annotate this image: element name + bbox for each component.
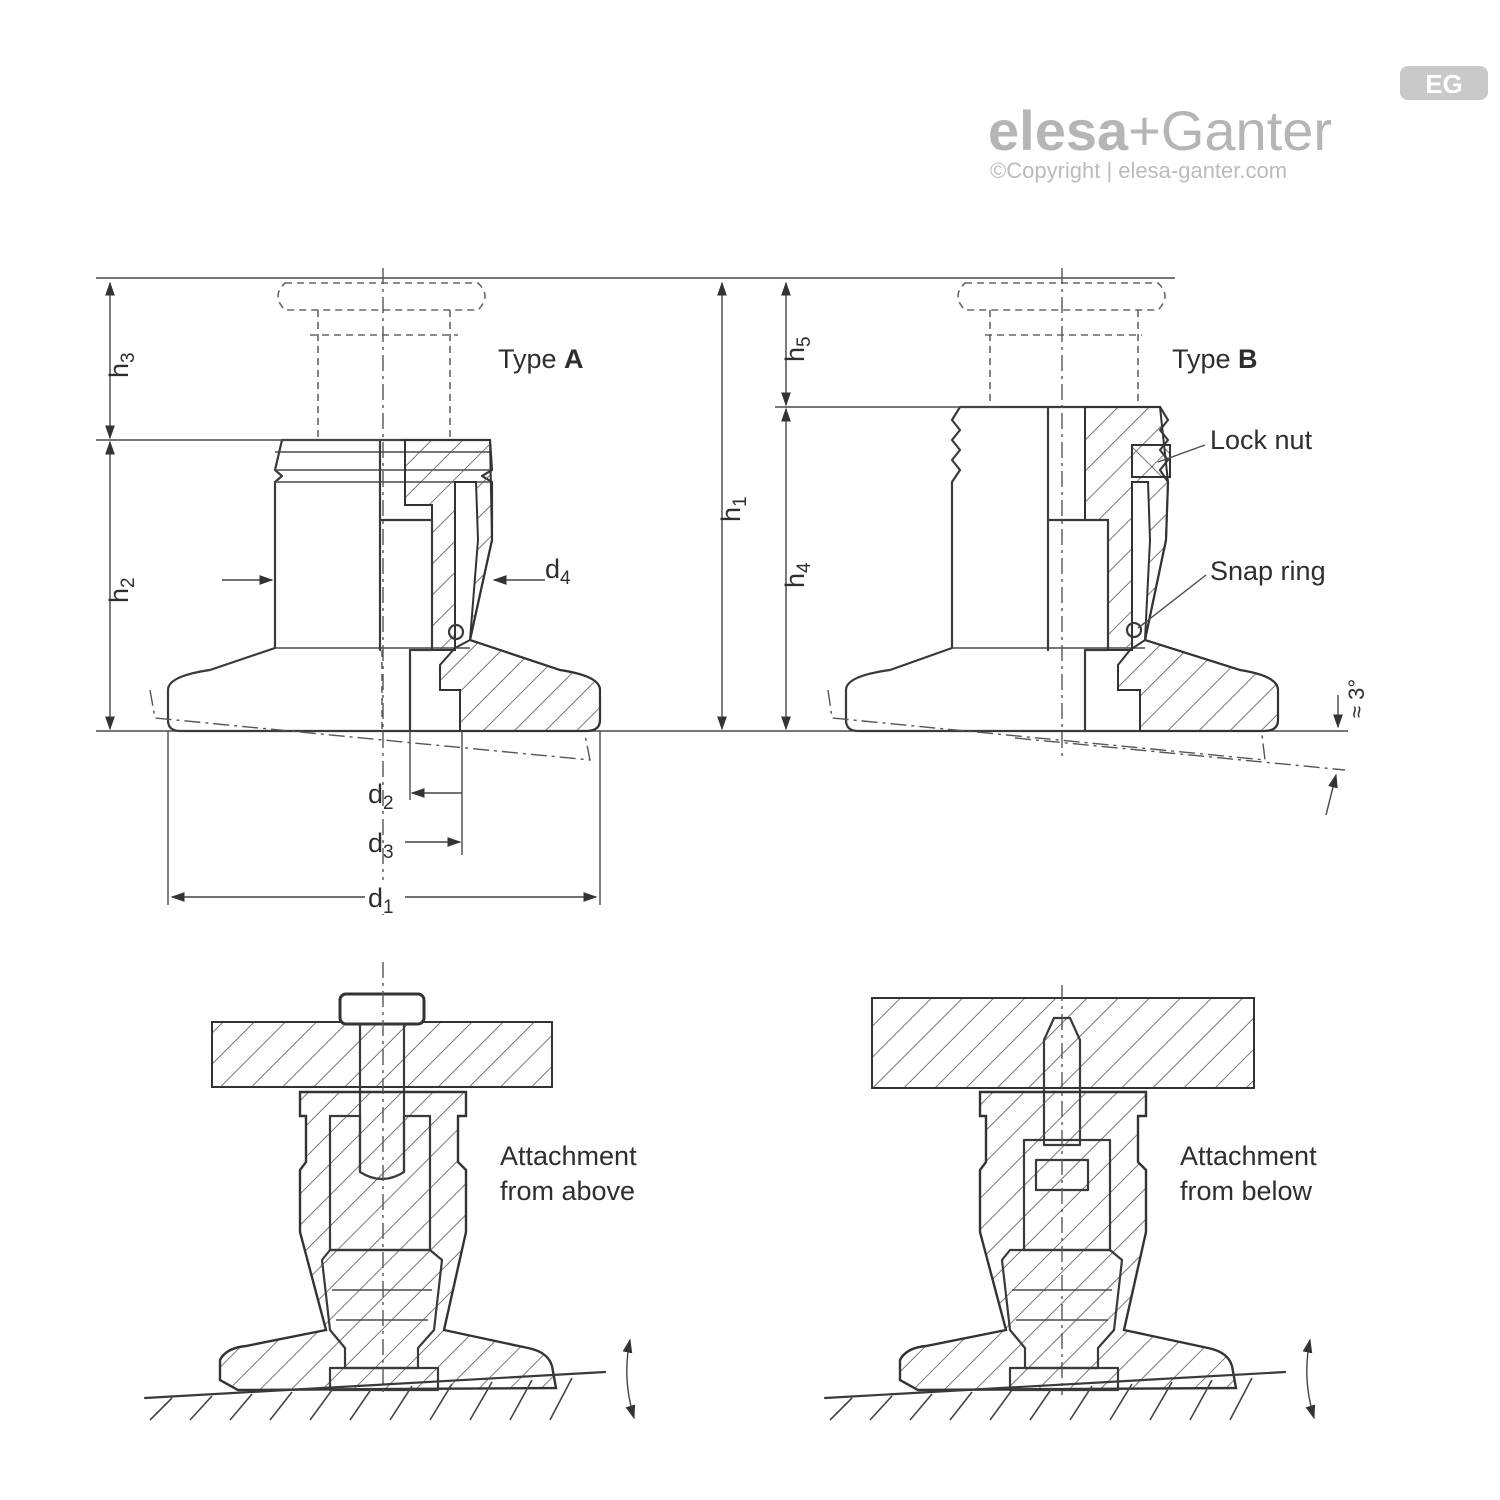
type-a-label: Type A — [498, 344, 584, 374]
attachment-above-view — [143, 962, 636, 1421]
eg-badge-text: EG — [1425, 69, 1463, 99]
type-b-label: Type B — [1172, 344, 1258, 374]
foot-body-above — [218, 1090, 558, 1392]
brand-right: Ganter — [1161, 99, 1332, 162]
type-a-section-hatch — [404, 439, 601, 732]
mounting-plate-below — [871, 997, 1255, 1089]
d3-label: d3 — [368, 828, 394, 863]
mounting-plate-above — [211, 1021, 553, 1088]
h1-label: h1 — [716, 496, 751, 522]
attachment-below-line2: from below — [1180, 1176, 1313, 1206]
d2-label: d2 — [368, 779, 394, 814]
attachment-below-line1: Attachment — [1180, 1141, 1317, 1171]
type-a-view — [96, 268, 602, 915]
brand-plus: + — [1128, 99, 1161, 162]
snap-ring-leader — [1137, 574, 1207, 629]
bolt-head — [338, 992, 426, 1026]
h5-label: h5 — [780, 336, 815, 362]
brand-left: elesa — [988, 99, 1129, 162]
snap-ring-label: Snap ring — [1210, 556, 1326, 586]
brand-name: elesa+Ganter — [988, 99, 1332, 162]
type-b-view — [775, 268, 1346, 816]
h4-label: h4 — [780, 562, 815, 588]
copyright-text: ©Copyright | elesa-ganter.com — [990, 158, 1287, 183]
d4-label: d4 — [545, 554, 571, 589]
foot-body-below — [898, 1090, 1238, 1392]
attachment-below-view — [823, 985, 1316, 1421]
lock-nut-label: Lock nut — [1210, 425, 1313, 455]
tilt-angle-label: ≈ 3° — [1344, 679, 1369, 718]
brand-logo: EG elesa+Ganter ©Copyright | elesa-gante… — [988, 66, 1488, 183]
d1-label: d1 — [368, 883, 394, 918]
lock-nut-leader — [1157, 444, 1206, 463]
h3-label: h3 — [104, 352, 139, 378]
type-b-section-hatch — [1084, 406, 1279, 732]
attachment-above-line1: Attachment — [500, 1141, 637, 1171]
attachment-above-line2: from above — [500, 1176, 635, 1206]
h2-label: h2 — [104, 577, 139, 603]
type-a-knob — [277, 282, 486, 311]
eg-badge-icon — [1400, 66, 1488, 100]
